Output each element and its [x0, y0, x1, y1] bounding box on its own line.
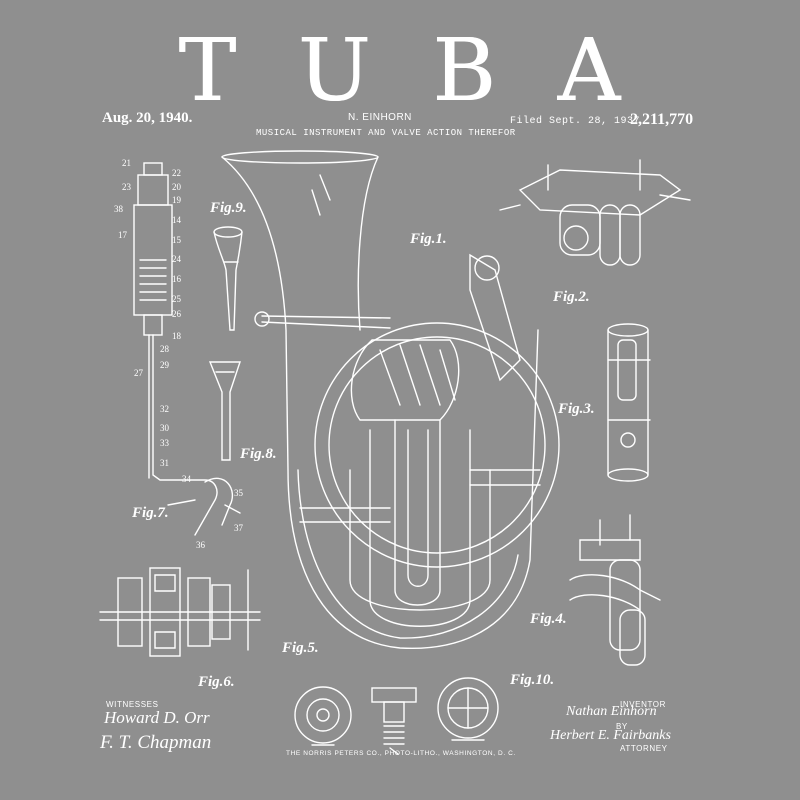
svg-text:25: 25 — [172, 294, 182, 304]
svg-text:30: 30 — [160, 423, 170, 433]
svg-text:21: 21 — [122, 158, 131, 168]
filed-date: Filed Sept. 28, 1937 — [510, 116, 641, 127]
svg-text:20: 20 — [172, 182, 182, 192]
patent-subtitle: MUSICAL INSTRUMENT AND VALVE ACTION THER… — [256, 128, 516, 138]
svg-text:37: 37 — [234, 523, 244, 533]
fig3-label: Fig.3. — [558, 401, 595, 417]
fig6-label: Fig.6. — [198, 674, 235, 690]
svg-text:27: 27 — [134, 368, 144, 378]
svg-text:16: 16 — [172, 274, 182, 284]
svg-text:23: 23 — [122, 182, 132, 192]
svg-text:19: 19 — [172, 195, 182, 205]
fig8-drawing — [208, 361, 241, 461]
title-letter: B — [432, 21, 498, 121]
patent-number: 2,211,770 — [630, 111, 694, 128]
inventor-name: N. EINHORN — [348, 112, 412, 123]
fig10-label: Fig.10. — [510, 672, 555, 688]
title-letter: A — [557, 21, 622, 121]
fig7-drawing — [133, 162, 241, 536]
fig1-label: Fig.1. — [410, 231, 447, 247]
fig5-drawing — [294, 686, 352, 746]
printer-credit: THE NORRIS PETERS CO., PHOTO-LITHO., WAS… — [286, 750, 516, 757]
svg-text:26: 26 — [172, 309, 182, 319]
tuba-drawing — [221, 150, 560, 650]
fig2-drawing — [499, 159, 691, 266]
fig6-drawing — [99, 567, 261, 657]
svg-text:17: 17 — [118, 230, 128, 240]
svg-text:38: 38 — [114, 204, 124, 214]
page-title: T U B A — [0, 28, 800, 114]
witness-signature: Howard D. Orr — [104, 708, 210, 727]
patent-date: Aug. 20, 1940. — [102, 110, 193, 126]
valve-spring-drawing — [371, 687, 417, 755]
by-label: BY — [616, 722, 628, 731]
fig9-drawing — [213, 226, 243, 331]
fig4-label: Fig.4. — [530, 611, 567, 627]
svg-text:14: 14 — [172, 215, 182, 225]
svg-text:28: 28 — [160, 344, 170, 354]
fig3-drawing — [607, 323, 651, 482]
svg-text:36: 36 — [196, 540, 206, 550]
fig4-drawing — [569, 514, 661, 666]
svg-text:15: 15 — [172, 235, 182, 245]
inventor-signature: Nathan Einhorn — [566, 704, 657, 719]
title-letter: U — [297, 21, 373, 121]
svg-text:29: 29 — [160, 360, 170, 370]
svg-text:34: 34 — [182, 474, 192, 484]
witness-signature: F. T. Chapman — [100, 732, 212, 753]
fig2-label: Fig.2. — [553, 289, 590, 305]
witnesses-label: WITNESSES — [106, 700, 159, 709]
fig9-label: Fig.9. — [210, 200, 247, 216]
svg-text:33: 33 — [160, 438, 170, 448]
attorney-label: ATTORNEY — [620, 744, 668, 753]
attorney-signature: Herbert E. Fairbanks — [550, 728, 671, 743]
svg-text:32: 32 — [160, 404, 169, 414]
fig7-label: Fig.7. — [132, 505, 169, 521]
fig5-label: Fig.5. — [282, 640, 319, 656]
svg-text:31: 31 — [160, 458, 169, 468]
svg-text:22: 22 — [172, 168, 181, 178]
fig10-drawing — [437, 677, 499, 741]
fig8-label: Fig.8. — [240, 446, 277, 462]
inventor-label: INVENTOR — [620, 700, 666, 709]
svg-text:18: 18 — [172, 331, 182, 341]
svg-text:24: 24 — [172, 254, 182, 264]
svg-text:35: 35 — [234, 488, 244, 498]
title-letter: T — [178, 21, 238, 121]
